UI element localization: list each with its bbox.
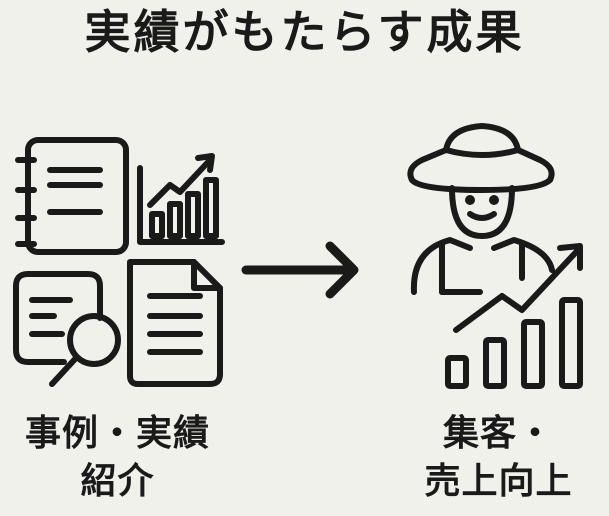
growth-chart-icon — [445, 243, 583, 389]
right-caption-line2: 売上向上 — [424, 461, 573, 502]
right-caption-line1: 集客・ — [442, 413, 554, 454]
right-caption: 集客・ 売上向上 — [388, 410, 609, 506]
left-caption: 事例・実績 紹介 — [0, 410, 235, 506]
left-caption-line1: 事例・実績 — [24, 413, 210, 454]
bar-chart-up-icon — [137, 153, 225, 245]
left-caption-line2: 紹介 — [80, 461, 155, 502]
notebook-icon — [15, 137, 129, 255]
page-title: 実績がもたらす成果 — [84, 5, 525, 59]
arrow-right-icon — [241, 241, 359, 299]
farmer-icon — [407, 123, 555, 295]
magnifier-document-icon — [13, 271, 121, 387]
document-icon — [127, 259, 223, 387]
